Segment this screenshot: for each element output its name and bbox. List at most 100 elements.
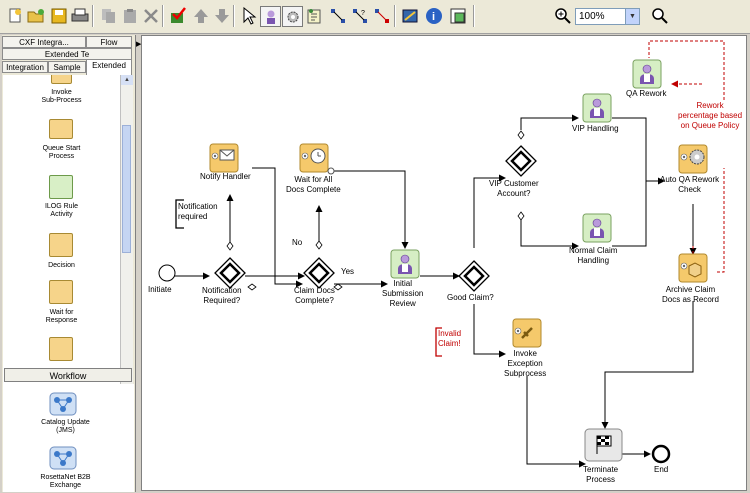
palette-item-decision[interactable]: Decision	[3, 262, 120, 270]
document-tool-icon[interactable]	[304, 6, 323, 25]
ilog-rule-icon[interactable]	[49, 175, 73, 199]
select-pointer-icon[interactable]	[239, 6, 258, 25]
delete-icon[interactable]	[141, 6, 160, 25]
copy-icon[interactable]	[99, 6, 118, 25]
scroll-up-icon[interactable]: ▲	[121, 75, 133, 85]
notify-handler-label: Notify Handler	[200, 172, 251, 181]
open-icon[interactable]	[26, 6, 45, 25]
vip-account-gateway	[504, 144, 538, 178]
qa-rework-label: QA Rework	[626, 89, 667, 98]
initial-review-activity	[390, 249, 420, 279]
end-event	[651, 444, 671, 464]
invalid-claim-bracket	[435, 327, 442, 357]
claim-docs-gateway	[302, 256, 336, 290]
zoom-out-icon[interactable]	[650, 6, 669, 25]
workflow-item-label: Exchange	[49, 482, 82, 489]
good-claim-gateway	[457, 259, 491, 293]
notify-handler-activity	[209, 143, 239, 173]
yes-label: Yes	[341, 267, 355, 276]
zoom-value: 100%	[579, 11, 605, 22]
tab-extended[interactable]: Extended	[86, 59, 132, 75]
zoom-in-icon[interactable]	[553, 6, 572, 25]
svg-text:?: ?	[361, 10, 365, 17]
decision-icon[interactable]	[49, 233, 73, 257]
palette-scrollbar[interactable]: ▲ ▼	[120, 75, 133, 397]
connector-icon[interactable]	[328, 6, 347, 25]
flow-good-claim-to-exception	[473, 304, 506, 358]
flow-exception-to-terminate	[526, 376, 586, 468]
workflow-item-label: Catalog Update	[41, 419, 90, 426]
main-toolbar: ? i 100% ▼	[0, 0, 750, 34]
palette-item-label: Decision	[48, 262, 75, 269]
notification-note-bracket	[175, 199, 184, 229]
collapse-arrow-icon[interactable]: ▶	[136, 41, 142, 48]
palette-item-label: Wait for	[49, 309, 74, 316]
palette-item-label: Sub-Process	[41, 97, 82, 104]
more-activity-icon[interactable]	[49, 337, 73, 361]
notification-required-gateway	[213, 256, 247, 290]
invoke-exception-activity	[512, 318, 542, 348]
paste-icon[interactable]	[120, 6, 139, 25]
workflow-item-catalog-update[interactable]: Catalog Update(JMS)	[3, 419, 128, 435]
tab-integration[interactable]: Integration	[2, 61, 48, 73]
tab-sample[interactable]: Sample	[48, 61, 86, 73]
properties-icon[interactable]	[400, 6, 419, 25]
no-label: No	[292, 238, 303, 247]
catalog-update-icon[interactable]	[49, 392, 77, 416]
automatic-activity-icon[interactable]	[282, 6, 303, 27]
process-diagram	[158, 40, 725, 468]
rework-dashed-line-2	[648, 40, 725, 100]
flow-wait-to-review	[333, 170, 409, 249]
tab-cxf-integration[interactable]: CXF Integra...	[2, 36, 86, 48]
info-icon[interactable]: i	[424, 6, 443, 25]
flow-vip-handling-to-qa	[612, 117, 664, 182]
flow-good-claim-to-vip	[473, 174, 506, 248]
qa-rework-activity	[632, 59, 662, 89]
flow-archive-to-terminate	[601, 301, 694, 429]
vip-handling-label: VIP Handling	[572, 124, 619, 133]
print-icon[interactable]	[70, 6, 89, 25]
manager-icon[interactable]	[448, 6, 467, 25]
zoom-select[interactable]: 100% ▼	[575, 8, 640, 25]
palette-item-label: Response	[45, 317, 78, 324]
flow-vip-to-vip-handling	[520, 114, 579, 130]
rosettanet-icon[interactable]	[49, 446, 77, 470]
vip-handling-activity	[582, 93, 612, 123]
scroll-thumb[interactable]	[122, 125, 131, 253]
workflow-item-label: (JMS)	[56, 427, 75, 434]
palette-item-label: Process	[48, 153, 75, 160]
workflow-section-button[interactable]: Workflow	[4, 368, 132, 382]
tab-extended-te[interactable]: Extended Te	[2, 48, 132, 60]
auto-qa-activity	[678, 144, 708, 174]
good-claim-label: Good Claim?	[447, 293, 494, 302]
conditional-connector-icon[interactable]: ?	[350, 6, 369, 25]
wait-response-icon[interactable]	[49, 280, 73, 304]
wait-docs-activity	[299, 143, 335, 175]
tab-flow[interactable]: Flow	[86, 36, 132, 48]
new-icon[interactable]	[5, 6, 24, 25]
activity-tool-icon[interactable]	[260, 6, 281, 27]
validate-icon[interactable]	[168, 6, 187, 25]
move-down-icon[interactable]	[212, 6, 231, 25]
move-up-icon[interactable]	[191, 6, 210, 25]
invoke-subprocess-icon[interactable]	[51, 75, 72, 84]
exception-connector-icon[interactable]	[372, 6, 391, 25]
initiate-label: Initiate	[148, 285, 172, 294]
save-icon[interactable]	[49, 6, 68, 25]
queue-start-icon[interactable]	[49, 119, 73, 139]
normal-handling-activity	[582, 213, 612, 243]
chevron-down-icon[interactable]: ▼	[625, 9, 639, 24]
end-label: End	[654, 465, 669, 474]
